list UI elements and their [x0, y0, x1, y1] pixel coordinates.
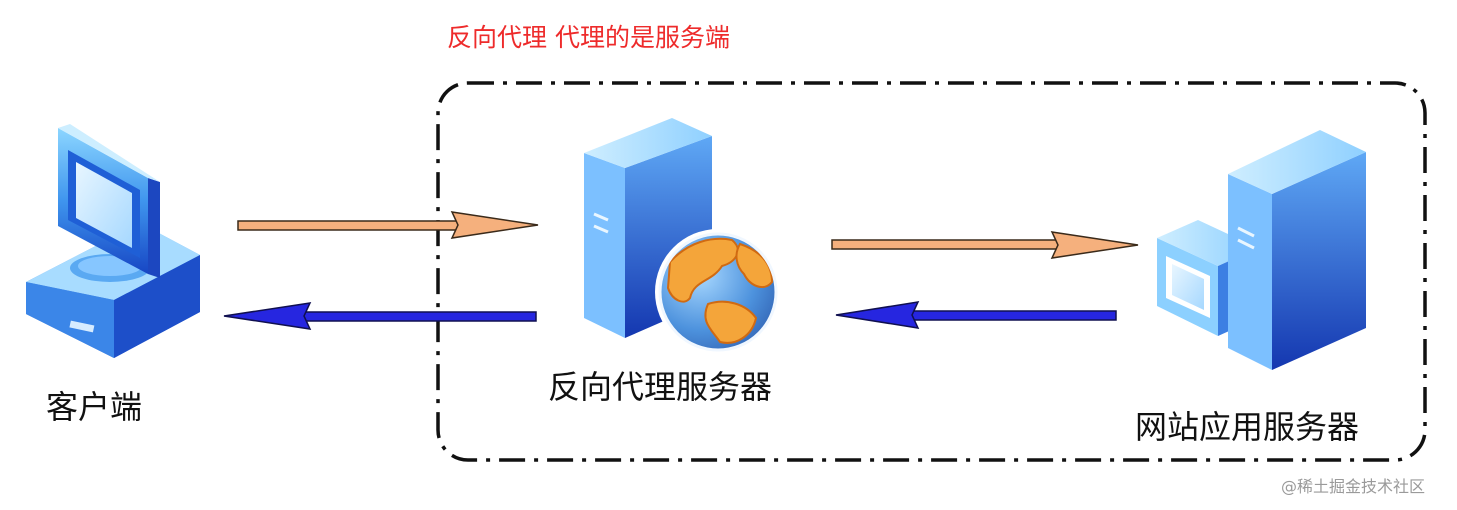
client-label: 客户端	[46, 388, 143, 426]
watermark: @稀土掘金技术社区	[1281, 477, 1426, 496]
application-server-icon	[1157, 130, 1366, 370]
response-arrow-web-to-proxy	[835, 301, 1117, 329]
request-arrow-proxy-to-web	[831, 231, 1139, 259]
web-server-label: 网站应用服务器	[1135, 408, 1360, 446]
server-side-boundary	[436, 81, 1427, 462]
diagram-note: 反向代理 代理的是服务端	[447, 23, 730, 52]
desktop-computer-icon	[26, 124, 200, 358]
proxy-server-label: 反向代理服务器	[548, 368, 773, 406]
globe-icon	[655, 229, 781, 355]
request-arrow-client-to-proxy	[237, 211, 539, 239]
response-arrow-proxy-to-client	[223, 302, 537, 330]
